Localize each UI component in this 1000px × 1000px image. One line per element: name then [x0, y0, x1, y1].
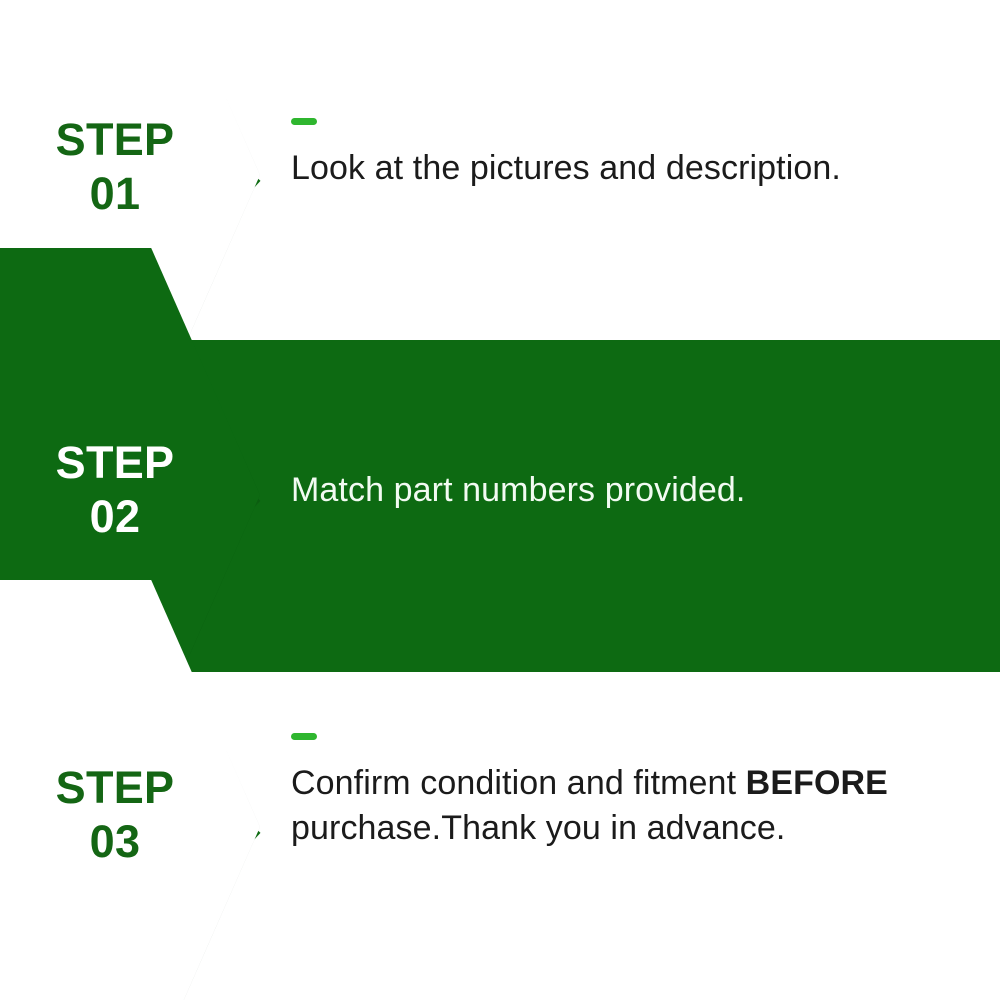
- dash-marker-icon-1: [291, 118, 317, 125]
- step-label-1: STEP 01: [0, 117, 230, 217]
- step-number-3: 03: [89, 815, 141, 867]
- step-description-block-2: Match part numbers provided.: [291, 468, 981, 513]
- step-word-2: STEP: [55, 437, 175, 488]
- step-number-2: 02: [89, 490, 141, 542]
- step-description-block-3: Confirm condition and fitment BEFORE pur…: [291, 733, 981, 851]
- step-label-2: STEP 02: [0, 440, 230, 540]
- step-word-3: STEP: [55, 762, 175, 813]
- dash-marker-icon-3: [291, 733, 317, 740]
- step-description-text-2: Match part numbers provided.: [291, 471, 746, 509]
- step-number-1: 01: [89, 167, 141, 219]
- step-3-text-lead: Confirm condition and fitment: [291, 764, 746, 802]
- step-3-text-emphasis: BEFORE: [745, 764, 888, 802]
- step-description-block-1: Look at the pictures and description.: [291, 118, 981, 191]
- step-3-text-tail: purchase.Thank you in advance.: [291, 808, 786, 847]
- step-label-3: STEP 03: [0, 765, 230, 865]
- step-description-text-3: Confirm condition and fitment BEFORE pur…: [291, 761, 981, 851]
- step-word-1: STEP: [55, 114, 175, 165]
- step-description-text-1: Look at the pictures and description.: [291, 149, 841, 187]
